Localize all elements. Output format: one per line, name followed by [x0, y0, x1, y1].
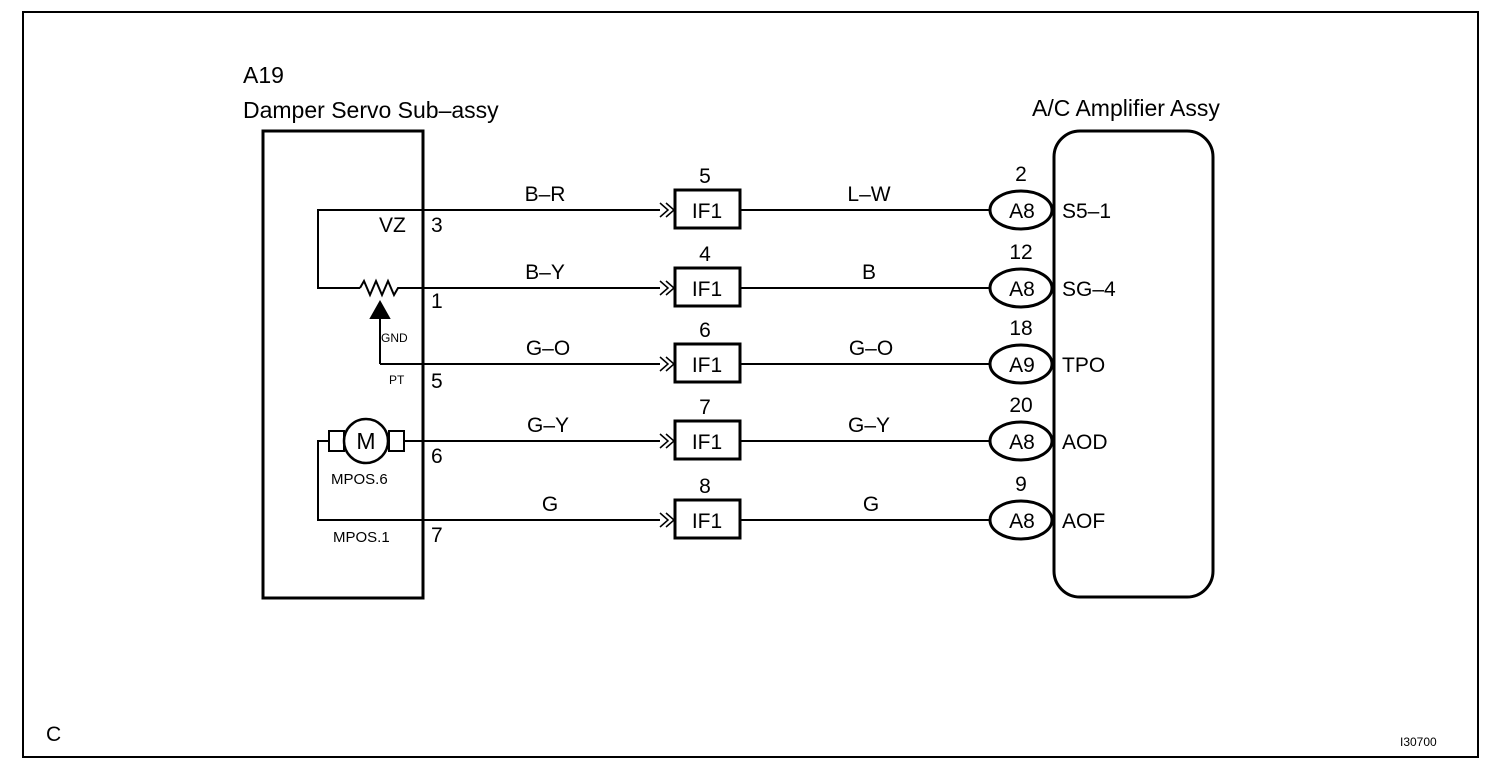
- wire-color-left: B–R: [525, 183, 566, 206]
- wire-color-left: G–Y: [527, 414, 569, 437]
- label-gnd: GND: [381, 331, 408, 345]
- junction-box: [673, 188, 742, 230]
- junction-pin: 5: [699, 165, 711, 188]
- circuit-row: 7 G 8 IF1 G 9 A8 AOF: [423, 473, 1105, 547]
- wire-color-right: G–O: [849, 337, 893, 360]
- amplifier-name: A/C Amplifier Assy: [1032, 95, 1220, 121]
- amp-terminal: TPO: [1062, 354, 1105, 377]
- amp-pin: 20: [1009, 394, 1032, 417]
- motor-symbol: [317, 417, 423, 521]
- figure-id: I30700: [1400, 735, 1437, 749]
- amp-pin: 12: [1009, 241, 1032, 264]
- junction-label: IF1: [692, 431, 722, 454]
- junction-label: IF1: [692, 200, 722, 223]
- wire-color-right: L–W: [847, 183, 890, 206]
- amp-pin: 18: [1009, 317, 1032, 340]
- label-mpos6: MPOS.6: [331, 471, 388, 488]
- label-mpos1: MPOS.1: [333, 529, 390, 546]
- amp-connector: [988, 343, 1054, 385]
- amp-terminal: SG–4: [1062, 278, 1116, 301]
- amp-connector-label: A8: [1009, 431, 1035, 454]
- amp-connector-label: A8: [1009, 510, 1035, 533]
- amp-connector: [988, 420, 1054, 462]
- component-code: A19: [243, 62, 284, 88]
- junction-pin: 7: [699, 396, 711, 419]
- junction-label: IF1: [692, 510, 722, 533]
- amp-connector-label: A9: [1009, 354, 1035, 377]
- servo-pin: 6: [431, 445, 443, 468]
- amp-terminal: S5–1: [1062, 200, 1111, 223]
- circuit-row: 5 G–O 6 IF1 G–O 18 A9 TPO: [423, 317, 1105, 393]
- amp-pin: 2: [1015, 163, 1027, 186]
- wire-color-left: B–Y: [525, 261, 565, 284]
- wire-color-right: G–Y: [848, 414, 890, 437]
- circuit-row: 6 G–Y 7 IF1 G–Y 20 A8 AOD: [423, 394, 1108, 468]
- motor-label: M: [356, 428, 375, 454]
- servo-pin: 1: [431, 290, 443, 313]
- junction-pin: 4: [699, 243, 711, 266]
- circuit-row: 1 B–Y 4 IF1 B 12 A8 SG–4: [423, 241, 1116, 313]
- amp-connector: [988, 267, 1054, 309]
- amp-pin: 9: [1015, 473, 1027, 496]
- circuit-row: 3 B–R 5 IF1 L–W 2 A8 S5–1: [423, 163, 1111, 237]
- junction-box: [673, 498, 742, 540]
- junction-label: IF1: [692, 354, 722, 377]
- wire-color-left: G: [542, 493, 558, 516]
- junction-pin: 6: [699, 319, 711, 342]
- amplifier-box: [1052, 129, 1215, 599]
- junction-pin: 8: [699, 475, 711, 498]
- diagram-frame: [22, 11, 1479, 758]
- wire-color-right: G: [863, 493, 879, 516]
- wire-color-left: G–O: [526, 337, 570, 360]
- servo-pin: 5: [431, 370, 443, 393]
- amp-connector: [988, 499, 1054, 541]
- amp-connector-label: A8: [1009, 278, 1035, 301]
- wire-color-right: B: [862, 261, 876, 284]
- label-pt: PT: [389, 373, 405, 387]
- servo-pin: 7: [431, 524, 443, 547]
- amp-terminal: AOD: [1062, 431, 1108, 454]
- junction-box: [673, 266, 742, 308]
- component-name: Damper Servo Sub–assy: [243, 97, 499, 123]
- corner-letter: C: [46, 723, 61, 746]
- label-vz: VZ: [379, 214, 406, 237]
- amp-connector: [988, 189, 1054, 231]
- servo-pin: 3: [431, 214, 443, 237]
- junction-box: [673, 342, 742, 384]
- amp-connector-label: A8: [1009, 200, 1035, 223]
- potentiometer: [317, 209, 423, 365]
- amp-terminal: AOF: [1062, 510, 1105, 533]
- junction-label: IF1: [692, 278, 722, 301]
- junction-box: [673, 419, 742, 461]
